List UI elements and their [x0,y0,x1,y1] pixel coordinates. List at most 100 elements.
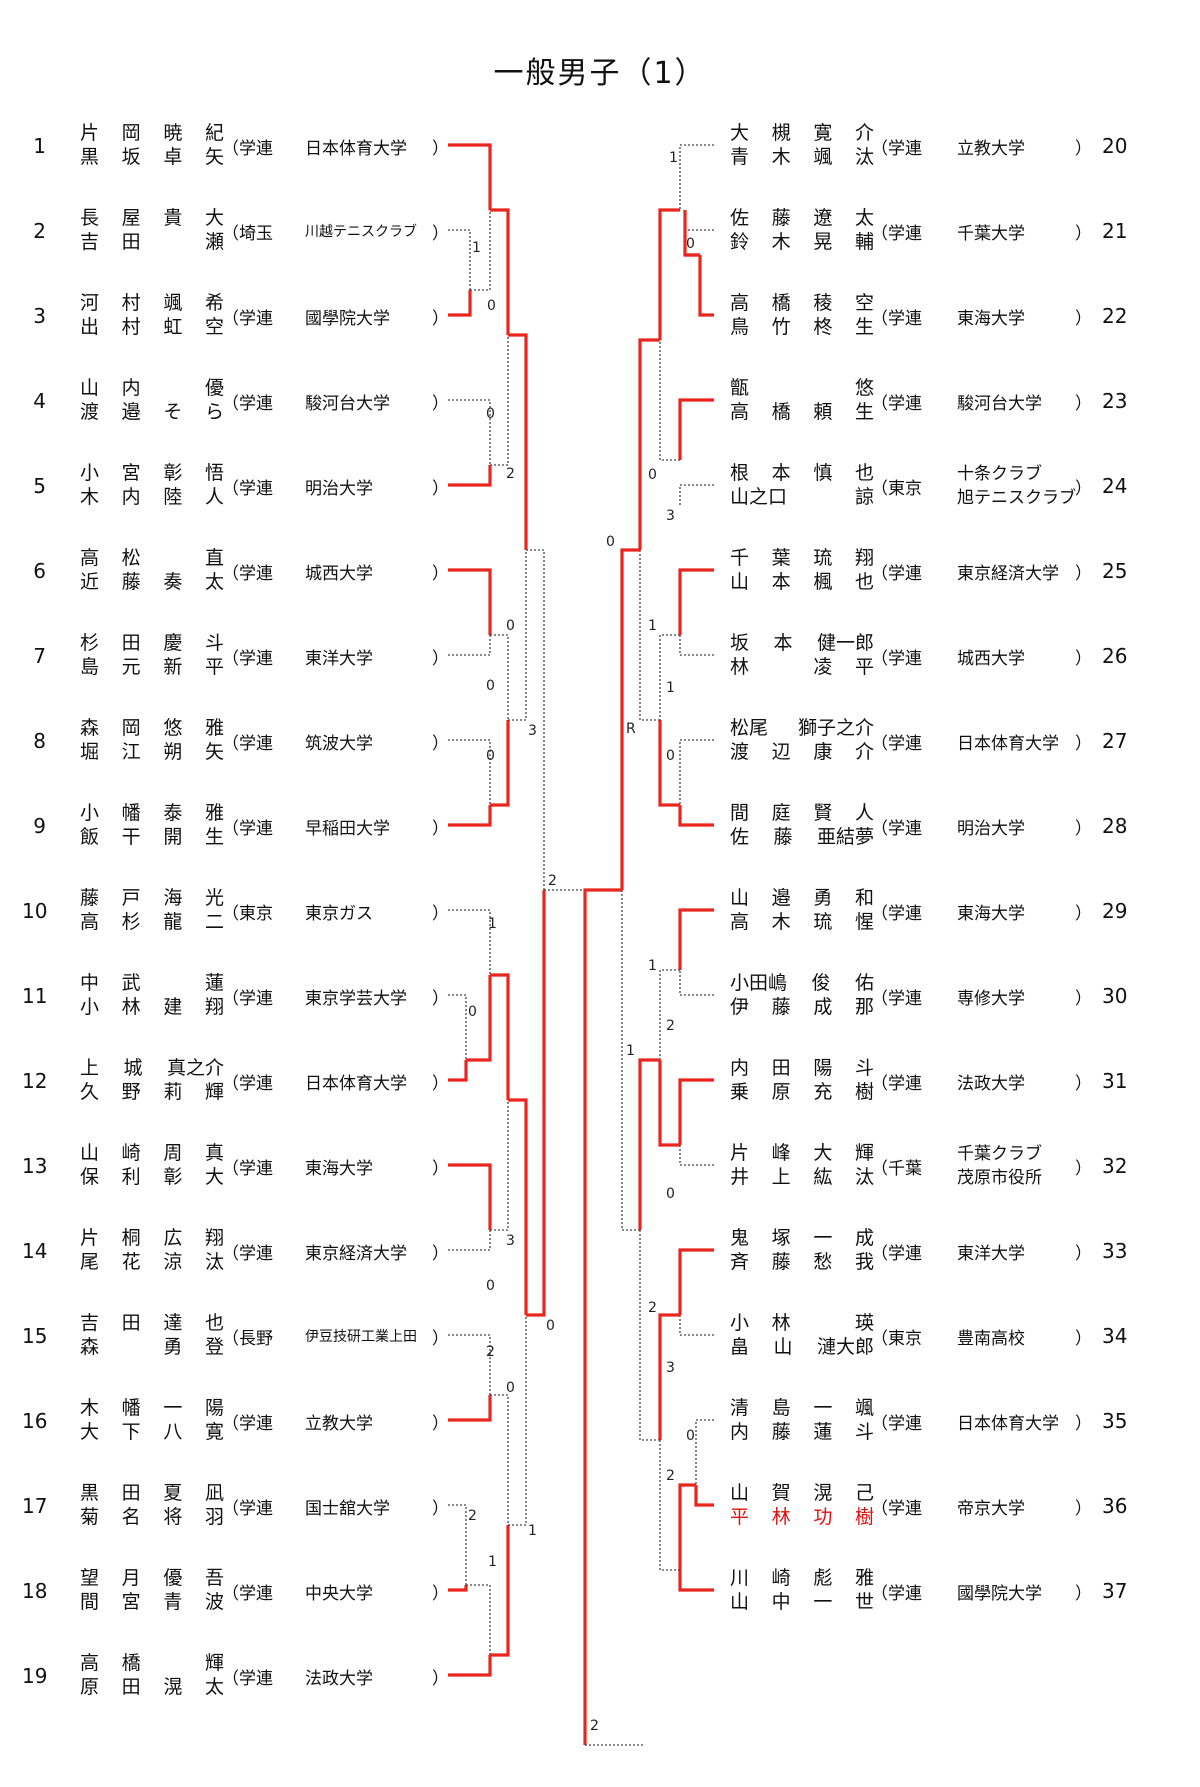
player-name: 森岡悠雅 [80,717,224,739]
bracket-line [679,739,714,805]
affiliation-label: 学連 [888,1584,922,1604]
organization-line: 伊豆技研工業上田 [305,1329,417,1345]
player-names: 杉田慶斗島元新平 [80,631,224,679]
close-paren: ） [432,1329,449,1349]
match-score: 2 [486,1344,495,1360]
organization: 国士舘大学 [305,1494,390,1519]
seed-number: 20 [1102,134,1128,158]
close-paren: ） [432,734,449,754]
organization: 立教大学 [957,134,1025,159]
bracket-line [639,550,660,721]
winner-path [658,1060,680,1147]
bracket-line [679,1315,714,1336]
player-name: 片峰大輝 [730,1142,874,1164]
organization-line: 専修大学 [957,989,1025,1009]
affiliation: （千葉 [871,1159,922,1179]
organization-line: 國學院大学 [957,1584,1042,1604]
organization-line: 日本体育大学 [305,139,407,159]
affiliation-label: 東京 [888,1329,922,1349]
bracket-line [490,1100,509,1231]
player-name: 佐藤亜結夢 [730,826,874,848]
affiliation-label: 学連 [239,1669,273,1689]
match-score: 1 [472,240,481,256]
player-names: 片峰大輝井上紘汰 [730,1141,874,1189]
player-name: 小林 瑛 [730,1312,874,1334]
affiliation: （学連 [222,1244,273,1264]
player-name: 小宮彰悟 [80,462,224,484]
organization: 國學院大学 [957,1579,1042,1604]
close-paren: ） [1075,734,1092,754]
bracket-line [448,635,491,656]
organization-line: 立教大学 [305,1414,373,1434]
affiliation: （学連 [871,1499,922,1519]
player-names: 高橋稜空鳥竹柊生 [730,291,874,339]
bracket-line [448,909,491,975]
organization: 駿河台大学 [957,389,1042,414]
organization: 明治大学 [957,814,1025,839]
seed-number: 16 [22,1409,48,1433]
affiliation: （学連 [222,1499,273,1519]
organization-line: 駿河台大学 [305,394,390,414]
affiliation: （東京 [871,1329,922,1349]
bracket-line [679,970,714,996]
winner-path [658,208,680,340]
player-names: 山崎周真保利彰大 [80,1141,224,1189]
organization: 日本体育大学 [305,1069,407,1094]
match-score: 3 [666,1360,675,1376]
close-paren: ） [1075,1329,1092,1349]
winner-path [620,548,640,890]
player-names: 森岡悠雅堀江朔矢 [80,716,224,764]
winner-path [490,208,510,335]
affiliation-label: 東京 [239,904,273,924]
winner-path [678,908,714,970]
bracket-line [659,634,680,720]
organization: 専修大学 [957,984,1025,1009]
player-names: 高松 直近藤奏太 [80,546,224,594]
seed-number: 35 [1102,1409,1128,1433]
organization-line: 筑波大学 [305,734,373,754]
match-score: 1 [648,958,657,974]
player-names: 木幡一陽大下八寛 [80,1396,224,1444]
close-paren: ） [432,309,449,329]
organization: 早稲田大学 [305,814,390,839]
bracket-line [490,1394,509,1525]
player-name: 松尾獅子之介 [730,717,874,739]
close-paren: ） [432,1669,449,1689]
match-score: 0 [648,467,657,483]
organization-line: 東京経済大学 [957,564,1059,584]
bracket-line [490,634,509,720]
organization-line: 豊南高校 [957,1329,1025,1349]
player-names: 間庭賢人佐藤亜結夢 [730,801,874,849]
close-paren: ） [432,479,449,499]
match-score: 1 [626,1043,635,1059]
close-paren: ） [1075,1244,1092,1264]
affiliation-label: 学連 [888,1414,922,1434]
match-score: 0 [666,748,675,764]
bracket-line [448,399,491,465]
bracket-line [448,994,467,1060]
match-score: 0 [606,534,615,550]
entry-row: 坂本健一郎林 凌平（学連城西大学）26 [0,631,1200,683]
seed-number: 15 [22,1324,48,1348]
match-score: 0 [486,748,495,764]
close-paren: ） [1075,649,1092,669]
player-name: 鬼塚一成 [730,1227,874,1249]
match-score: 3 [528,723,537,739]
player-name: 平林功樹 [730,1506,874,1528]
player-name: 根本慎也 [730,462,874,484]
organization: 駿河台大学 [305,389,390,414]
organization-line: 法政大学 [305,1669,373,1689]
entry-row: 小林 瑛畠山漣大郎（東京豊南高校）34 [0,1311,1200,1363]
player-name: 原田滉太 [80,1676,224,1698]
organization: 東洋大学 [957,1239,1025,1264]
winner-path [448,143,492,210]
player-name: 清島一颯 [730,1397,874,1419]
organization: 帝京大学 [957,1494,1025,1519]
organization: 東海大学 [305,1154,373,1179]
seed-number: 13 [22,1154,48,1178]
